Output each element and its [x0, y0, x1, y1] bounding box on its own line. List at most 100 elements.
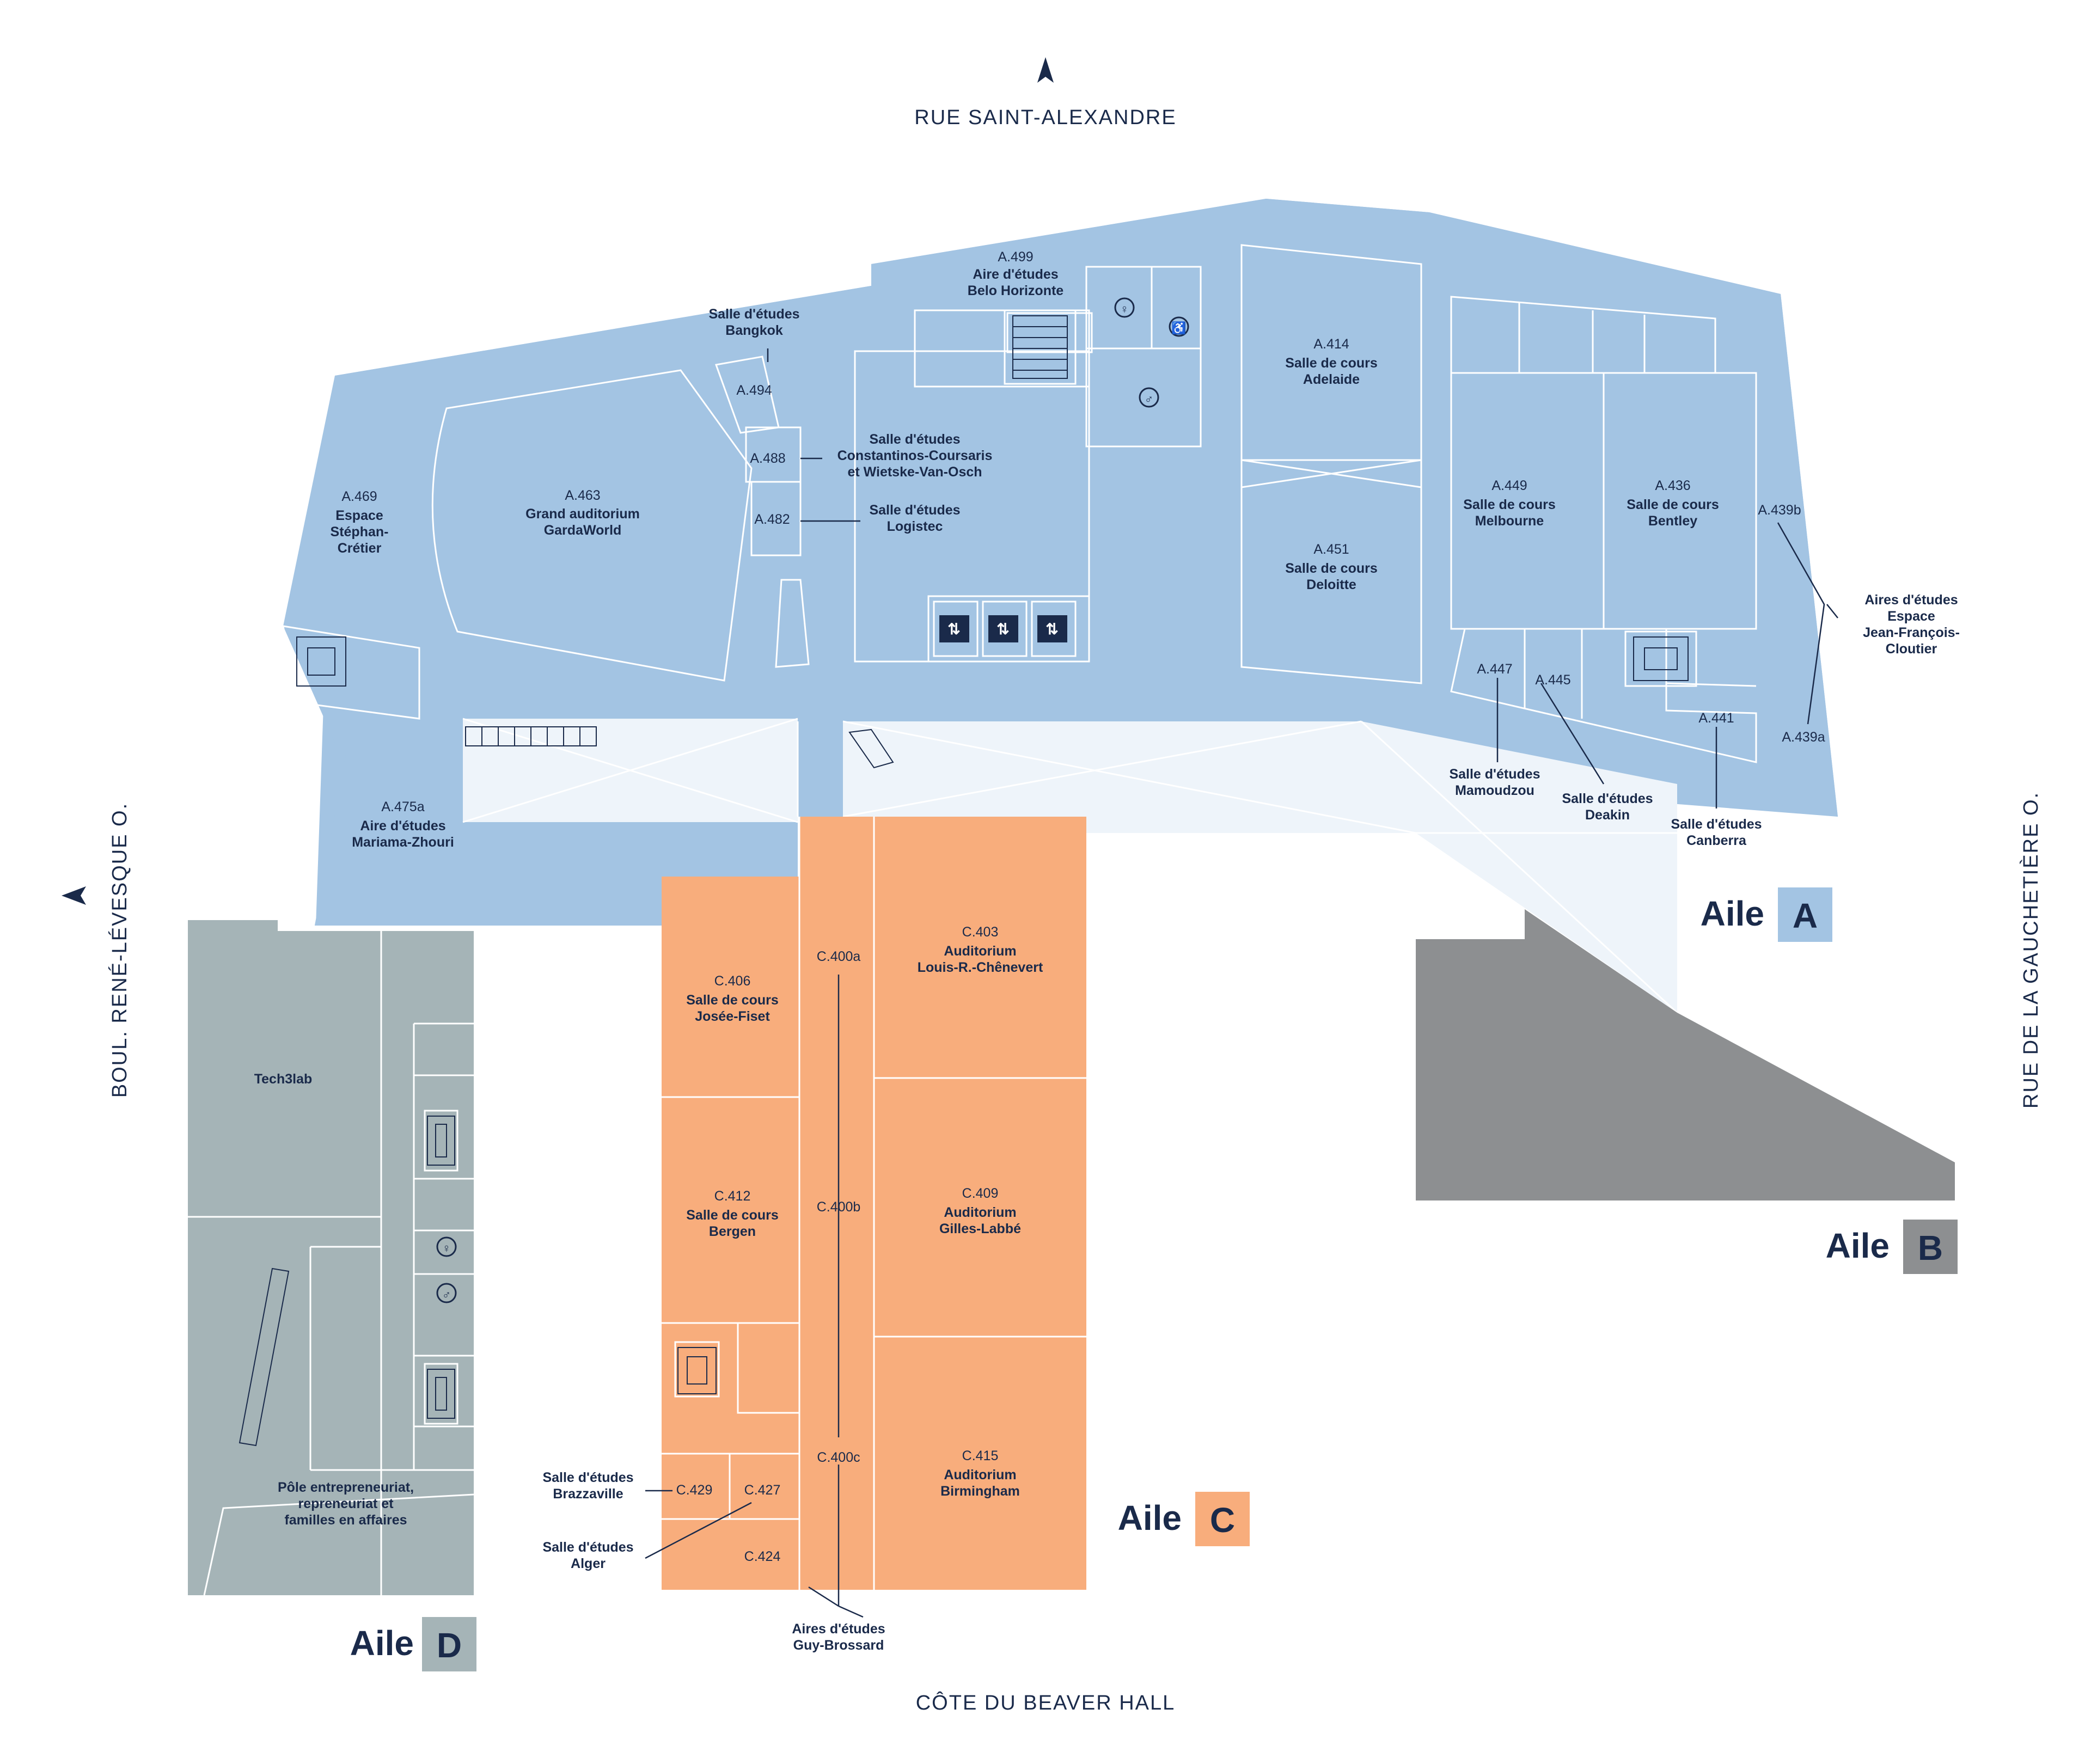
svg-text:C.429: C.429	[676, 1483, 713, 1498]
room-c427[interactable]: C.427 Salle d'études Alger	[542, 1483, 780, 1571]
wing-d-word: Aile	[350, 1624, 414, 1663]
street-west: BOUL. RENÉ-LÉVESQUE O.	[108, 803, 131, 1098]
svg-text:Salle de cours: Salle de cours	[686, 1208, 779, 1223]
room-a439[interactable]: Aires d'études Espace Jean-François- Clo…	[1863, 592, 1960, 657]
room-a475a[interactable]: A.475a Aire d'études Mariama-Zhouri	[352, 799, 454, 850]
room-a494[interactable]: Salle d'études Bangkok A.494	[708, 307, 799, 398]
stairs-icon	[677, 1347, 717, 1394]
svg-text:Auditorium: Auditorium	[944, 944, 1016, 959]
room-c403[interactable]: C.403 Auditorium Louis-R.-Chênevert	[918, 924, 1043, 975]
room-c406[interactable]: C.406 Salle de cours Josée-Fiset	[686, 973, 779, 1024]
svg-text:Deloitte: Deloitte	[1306, 577, 1356, 592]
svg-text:Stéphan-: Stéphan-	[331, 524, 389, 540]
room-a414[interactable]: A.414 Salle de cours Adelaide	[1285, 336, 1378, 387]
svg-text:A.441: A.441	[1698, 710, 1734, 726]
wing-d-letter: D	[437, 1626, 462, 1665]
svg-text:Louis-R.-Chênevert: Louis-R.-Chênevert	[918, 960, 1043, 975]
room-c424[interactable]: C.424	[744, 1549, 781, 1564]
room-c400a[interactable]: C.400a	[817, 949, 861, 964]
svg-text:Salle d'études: Salle d'études	[869, 432, 960, 447]
svg-text:C.400b: C.400b	[817, 1199, 861, 1215]
svg-text:Crétier: Crétier	[338, 541, 382, 556]
room-a436[interactable]: A.436 Salle de cours Bentley	[1627, 478, 1719, 529]
accessible-restroom-icon: ♿	[1169, 316, 1189, 337]
svg-text:Josée-Fiset: Josée-Fiset	[695, 1009, 770, 1024]
room-c415[interactable]: C.415 Auditorium Birmingham	[940, 1448, 1020, 1499]
svg-text:C.409: C.409	[962, 1186, 999, 1201]
wing-b-label: Aile B	[1826, 1220, 1958, 1274]
svg-text:C.406: C.406	[714, 973, 751, 989]
wing-a-lower-left	[315, 710, 798, 926]
room-c400[interactable]: Aires d'études Guy-Brossard	[792, 1621, 885, 1653]
room-tech3lab[interactable]: Tech3lab	[254, 1071, 313, 1087]
svg-text:Salle d'études: Salle d'études	[708, 307, 799, 322]
room-a451[interactable]: A.451 Salle de cours Deloitte	[1285, 542, 1378, 592]
svg-text:Salle d'études: Salle d'études	[1562, 791, 1653, 806]
wing-b	[1416, 909, 1955, 1200]
wing-b-word: Aile	[1826, 1226, 1890, 1265]
elevator-icon: ⇅ ⇅ ⇅	[939, 615, 1067, 642]
svg-text:Aires d'études: Aires d'études	[1864, 592, 1958, 608]
svg-text:Aires d'études: Aires d'études	[792, 1621, 885, 1637]
room-a449[interactable]: A.449 Salle de cours Melbourne	[1463, 478, 1556, 529]
room-a499[interactable]: A.499 Aire d'études Belo Horizonte	[968, 249, 1063, 298]
wing-c-letter: C	[1210, 1500, 1235, 1540]
svg-text:repreneuriat et: repreneuriat et	[298, 1496, 394, 1511]
svg-text:Bergen: Bergen	[709, 1224, 756, 1239]
wing-a-body	[283, 199, 1838, 833]
room-c409[interactable]: C.409 Auditorium Gilles-Labbé	[939, 1186, 1021, 1236]
svg-text:Birmingham: Birmingham	[940, 1484, 1020, 1499]
west-arrow-icon	[62, 886, 86, 905]
stairs-icon	[427, 1369, 455, 1419]
svg-text:Aire d'études: Aire d'études	[360, 818, 445, 834]
svg-text:Logistec: Logistec	[887, 519, 943, 534]
room-a441[interactable]: A.441 Salle d'études Canberra	[1671, 710, 1762, 848]
svg-text:C.415: C.415	[962, 1448, 999, 1463]
room-a488[interactable]: A.488 Salle d'études Constantinos-Coursa…	[750, 432, 992, 480]
room-c412[interactable]: C.412 Salle de cours Bergen	[686, 1189, 779, 1239]
stairs-icon	[239, 1267, 290, 1447]
svg-text:Espace: Espace	[1887, 609, 1935, 624]
wing-a-letter: A	[1793, 896, 1818, 935]
svg-text:Constantinos-Coursaris: Constantinos-Coursaris	[837, 448, 993, 463]
room-c400b[interactable]: C.400b	[817, 1199, 861, 1215]
svg-text:Bangkok: Bangkok	[725, 323, 783, 338]
svg-text:A.469: A.469	[341, 489, 377, 504]
svg-text:Espace: Espace	[335, 508, 383, 523]
wing-d-label: Aile D	[350, 1617, 476, 1671]
svg-text:Bentley: Bentley	[1648, 513, 1697, 529]
street-south: CÔTE DU BEAVER HALL	[916, 1690, 1176, 1714]
svg-text:Auditorium: Auditorium	[944, 1205, 1016, 1220]
room-a469[interactable]: A.469 Espace Stéphan- Crétier	[331, 489, 389, 556]
room-a447[interactable]: A.447 Salle d'études Mamoudzou	[1449, 661, 1540, 798]
room-a439a[interactable]: A.439a	[1782, 730, 1825, 745]
room-a482[interactable]: A.482 Salle d'études Logistec	[754, 503, 960, 534]
room-a463[interactable]: A.463 Grand auditorium GardaWorld	[525, 488, 640, 538]
room-c429[interactable]: C.429 Salle d'études Brazzaville	[542, 1470, 712, 1502]
stairs-icon	[1012, 315, 1068, 379]
room-pole[interactable]: Pôle entrepreneuriat, repreneuriat et fa…	[278, 1480, 414, 1528]
svg-text:A.449: A.449	[1491, 478, 1527, 493]
svg-text:⇅: ⇅	[1046, 621, 1058, 638]
room-a439b[interactable]: A.439b	[1758, 503, 1801, 518]
svg-text:♂: ♂	[1145, 392, 1154, 406]
svg-text:Salle de cours: Salle de cours	[1285, 356, 1378, 371]
svg-text:♀: ♀	[1120, 302, 1129, 316]
svg-text:Gilles-Labbé: Gilles-Labbé	[939, 1221, 1021, 1236]
svg-text:C.403: C.403	[962, 924, 999, 940]
svg-text:Brazzaville: Brazzaville	[553, 1486, 623, 1502]
stairs-icon	[1633, 636, 1689, 681]
room-c400c[interactable]: C.400c	[817, 1450, 860, 1465]
svg-text:Grand auditorium: Grand auditorium	[525, 506, 640, 522]
svg-text:C.427: C.427	[744, 1483, 781, 1498]
stairs-icon	[427, 1116, 455, 1166]
svg-text:A.447: A.447	[1477, 661, 1512, 677]
svg-text:C.400c: C.400c	[817, 1450, 860, 1465]
svg-text:A.445: A.445	[1535, 672, 1570, 688]
wing-a-word: Aile	[1701, 894, 1764, 933]
svg-text:♀: ♀	[442, 1241, 451, 1255]
room-a445[interactable]: A.445 Salle d'études Deakin	[1535, 672, 1653, 823]
svg-text:♂: ♂	[442, 1288, 451, 1301]
svg-text:Mariama-Zhouri: Mariama-Zhouri	[352, 835, 454, 850]
svg-text:A.451: A.451	[1313, 542, 1349, 557]
